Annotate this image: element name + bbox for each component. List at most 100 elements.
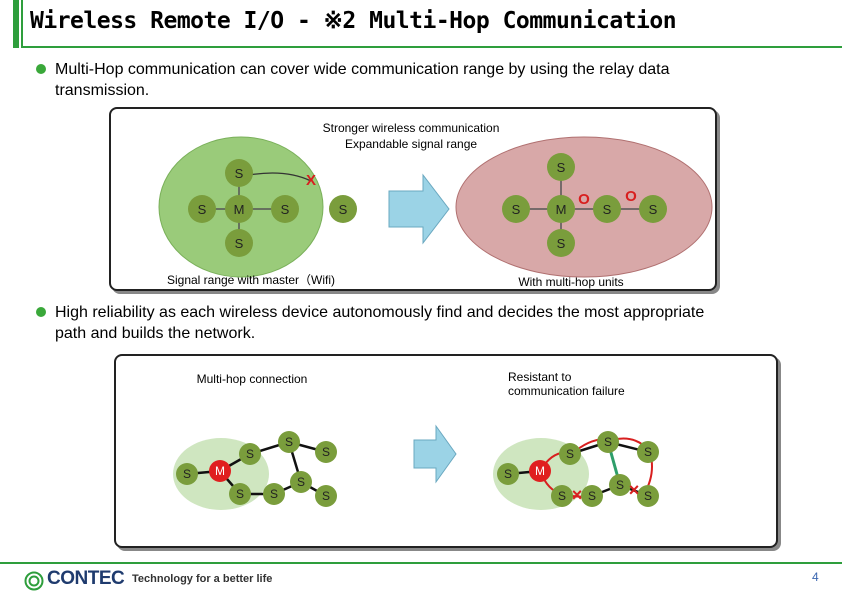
slave-node <box>315 485 337 507</box>
node-label: M <box>215 464 225 478</box>
slave-node <box>551 485 573 507</box>
node-label: S <box>512 202 521 217</box>
node-label: S <box>557 236 566 251</box>
node-label: S <box>588 489 596 503</box>
slave-node <box>225 229 253 257</box>
multi-hop-signal-range <box>455 136 713 278</box>
left-range-label: Signal range with master（Wifi) <box>166 273 336 287</box>
bullet-dot <box>36 64 46 74</box>
node-label: S <box>644 445 652 459</box>
slave-node <box>229 483 251 505</box>
top-diagram-panel: S S M S S S S S M S S S X O O Stronger w… <box>109 107 717 291</box>
node-label: S <box>603 202 612 217</box>
slave-node <box>609 474 631 496</box>
title-underline <box>23 46 842 48</box>
right-mesh-nodes <box>497 431 659 507</box>
node-label: S <box>557 160 566 175</box>
master-node <box>547 195 575 223</box>
resistant-label: Resistant to communication failure <box>508 370 648 398</box>
node-label: S <box>339 202 348 217</box>
resistant-label-line2: communication failure <box>508 384 625 398</box>
node-label: S <box>558 489 566 503</box>
slave-node <box>271 195 299 223</box>
slave-node <box>290 471 312 493</box>
node-label: S <box>604 435 612 449</box>
node-label: S <box>644 489 652 503</box>
slave-node <box>559 443 581 465</box>
fail-mark: × <box>572 485 583 505</box>
bullet-dot <box>36 307 46 317</box>
slave-node <box>278 431 300 453</box>
node-label: S <box>235 166 244 181</box>
slave-node <box>502 195 530 223</box>
slave-node <box>497 463 519 485</box>
slave-node <box>639 195 667 223</box>
node-label: S <box>616 478 624 492</box>
slave-node <box>239 443 261 465</box>
out-of-range-slave-node <box>329 195 357 223</box>
bottom-diagram: S M S S S S S S S S M S S S S S S S × × <box>173 424 659 510</box>
transition-arrow <box>413 424 457 484</box>
resistant-label-line1: Resistant to <box>508 370 572 384</box>
relay-slave-node <box>593 195 621 223</box>
tagline: Technology for a better life <box>132 573 273 585</box>
node-label: M <box>535 464 545 478</box>
slave-node <box>597 431 619 453</box>
slave-node <box>176 463 198 485</box>
slave-node <box>188 195 216 223</box>
right-nodes <box>502 153 667 257</box>
fail-mark: X <box>306 172 316 189</box>
fail-mark: × <box>629 480 640 500</box>
bullet-2: High reliability as each wireless device… <box>36 302 826 346</box>
bullet-1: Multi-Hop communication can cover wide c… <box>36 59 816 103</box>
slave-node <box>637 485 659 507</box>
ok-mark: O <box>625 188 637 205</box>
node-label: M <box>234 202 245 217</box>
title-accent <box>13 0 19 48</box>
node-label: S <box>246 447 254 461</box>
node-label: S <box>281 202 290 217</box>
top-caption: Stronger wireless communication Expandab… <box>291 120 531 152</box>
node-label: S <box>297 475 305 489</box>
brand-name: CONTEC <box>47 568 125 589</box>
title-accent-thin <box>21 0 23 48</box>
master-node <box>529 460 551 482</box>
failed-link-arrow <box>248 172 312 182</box>
slave-node <box>225 159 253 187</box>
node-label: S <box>235 236 244 251</box>
ok-mark: O <box>578 191 590 208</box>
slave-node <box>547 229 575 257</box>
top-diagram: S S M S S S S S M S S S X O O <box>158 136 713 278</box>
left-mesh-nodes <box>176 431 337 507</box>
top-caption-line2: Expandable signal range <box>344 137 478 151</box>
title-bar: Wireless Remote I/O - ※2 Multi-Hop Commu… <box>0 0 842 48</box>
node-label: S <box>322 489 330 503</box>
slave-node <box>547 153 575 181</box>
node-label: S <box>198 202 207 217</box>
slave-node <box>637 441 659 463</box>
contec-logo-icon <box>24 571 44 591</box>
slave-node <box>581 485 603 507</box>
master-node <box>209 460 231 482</box>
node-label: S <box>649 202 658 217</box>
footer-line <box>0 562 842 564</box>
slave-node <box>315 441 337 463</box>
multi-hop-label: Multi-hop connection <box>196 372 308 386</box>
page-number: 4 <box>812 570 819 584</box>
bottom-diagram-panel: S M S S S S S S S S M S S S S S S S × × … <box>114 354 778 548</box>
page-title: Wireless Remote I/O - ※2 Multi-Hop Commu… <box>30 8 677 34</box>
bullet-2-line1: High reliability as each wireless device… <box>55 304 705 321</box>
node-label: S <box>322 445 330 459</box>
slave-node <box>263 483 285 505</box>
node-label: S <box>285 435 293 449</box>
node-label: S <box>183 467 191 481</box>
master-node <box>225 195 253 223</box>
node-label: M <box>556 202 567 217</box>
right-range-label: With multi-hop units <box>518 275 624 289</box>
bullet-1-line1: Multi-Hop communication can cover wide c… <box>55 61 670 78</box>
node-label: S <box>270 487 278 501</box>
top-caption-line1: Stronger wireless communication <box>322 121 500 135</box>
node-label: S <box>566 447 574 461</box>
transition-arrow <box>388 173 450 245</box>
left-nodes <box>188 159 357 257</box>
